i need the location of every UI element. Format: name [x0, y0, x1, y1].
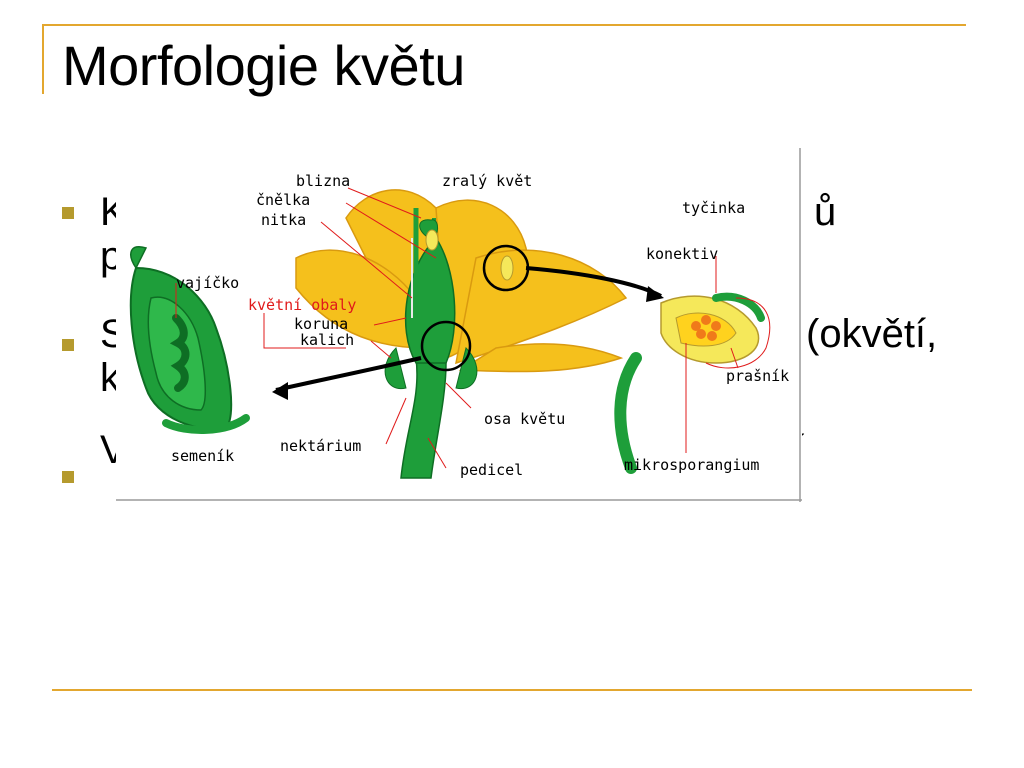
slide-title: Morfologie květu	[62, 34, 465, 97]
label-kalich: kalich	[300, 331, 354, 349]
label-koruna: koruna	[294, 315, 348, 333]
flower-diagram-svg: blizna čnělka nitka zralý květ tyčinka k…	[116, 148, 802, 502]
label-konektiv: konektiv	[646, 245, 718, 263]
flower-stem	[384, 208, 478, 479]
footer-accent-line	[52, 689, 972, 691]
label-tycinka: tyčinka	[682, 199, 745, 217]
title-accent-bar	[42, 24, 44, 94]
ovary-detail-circle	[420, 320, 472, 372]
label-cnelka: čnělka	[256, 191, 310, 209]
stamen-closeup	[614, 292, 771, 474]
title-accent-line	[42, 24, 966, 26]
bullet-square-icon	[62, 471, 74, 483]
label-kvetni-obaly: květní obaly	[248, 296, 356, 314]
label-pedicel: pedicel	[460, 461, 523, 479]
ovary-closeup	[129, 246, 250, 434]
kvetni-obaly-bracket	[263, 313, 346, 349]
bullet-square-icon	[62, 207, 74, 219]
bullet-2-line2: k	[100, 356, 120, 400]
label-nektarium: nektárium	[280, 437, 361, 455]
bullet-square-icon	[62, 339, 74, 351]
label-prasnik: prašník	[726, 367, 789, 385]
label-semenik: semeník	[171, 447, 234, 465]
label-vajicko: vajíčko	[176, 274, 239, 292]
label-zraly-kvet: zralý květ	[442, 172, 532, 190]
flower-morphology-diagram: blizna čnělka nitka zralý květ tyčinka k…	[116, 148, 802, 502]
label-mikrosporangium: mikrosporangium	[624, 456, 759, 474]
label-nitka: nitka	[261, 211, 306, 229]
bullet-2-text-end: (okvětí,	[806, 312, 938, 356]
label-osa-kvetu: osa květu	[484, 410, 565, 428]
bullet-1-text-end: ů	[814, 190, 837, 234]
leader-lines	[175, 187, 739, 469]
label-blizna: blizna	[296, 172, 350, 190]
